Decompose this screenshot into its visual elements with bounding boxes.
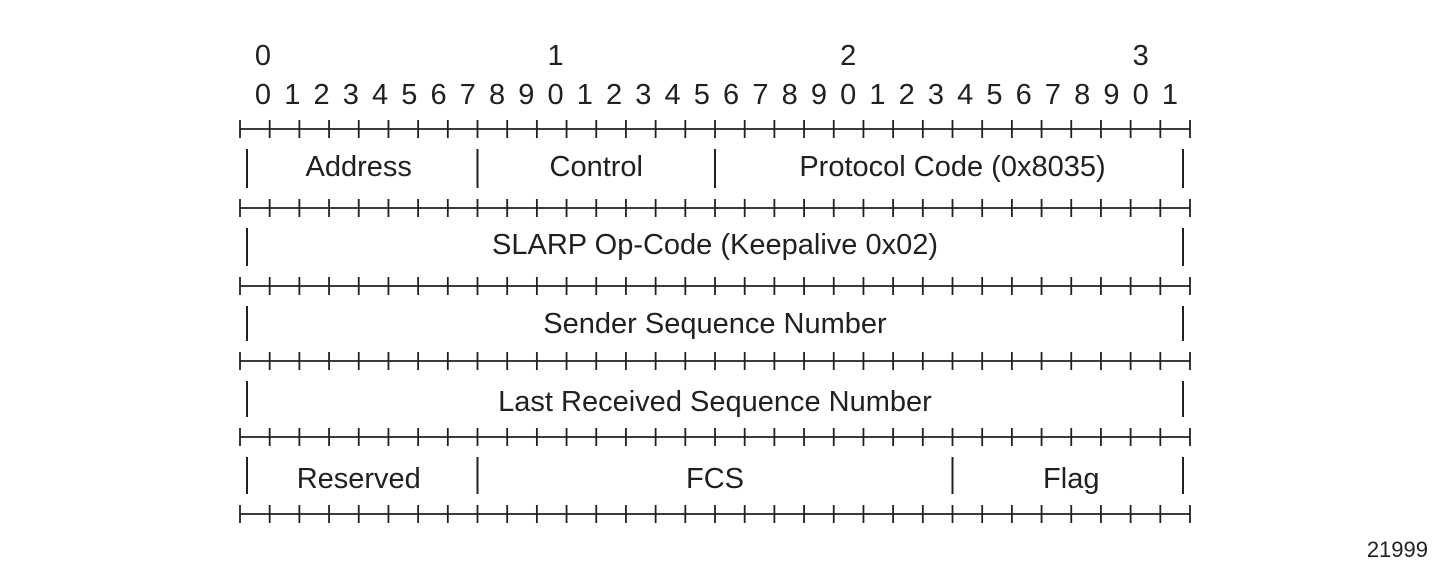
bit-ruler-ones-digit: 5	[694, 79, 710, 111]
bit-ruler-ones-digit: 8	[489, 79, 505, 111]
bit-ruler-ones-digit: 0	[1133, 79, 1149, 111]
bit-ruler-tens-digit: 2	[840, 40, 856, 72]
bit-ruler-ones-digit: 1	[284, 79, 300, 111]
bit-ruler-ones-digit: 3	[343, 79, 359, 111]
bit-ruler-tens: 0 1 2 3	[255, 40, 1149, 72]
bit-ruler-ones-digit: 1	[1162, 79, 1178, 111]
bit-ruler-ones-digit: 9	[811, 79, 827, 111]
bit-ruler-ones-digit: 4	[665, 79, 681, 111]
bit-ruler-ones-digit: 5	[986, 79, 1002, 111]
figure-id: 21999	[1367, 537, 1428, 562]
bit-ruler-ones-digit: 1	[577, 79, 593, 111]
row-border	[239, 120, 1191, 138]
bit-ruler-ones-digit: 1	[869, 79, 885, 111]
bit-ruler-ones-digit: 3	[635, 79, 651, 111]
bit-ruler-ones-digit: 0	[548, 79, 564, 111]
bit-ruler-ones-digit: 3	[928, 79, 944, 111]
bit-ruler-ones-digit: 8	[782, 79, 798, 111]
row-border	[239, 352, 1191, 370]
field-label: Protocol Code (0x8035)	[799, 151, 1105, 183]
packet-row: Last Received Sequence Number	[246, 381, 1184, 418]
bit-ruler-ones-digit: 8	[1074, 79, 1090, 111]
bit-ruler-ones-digit: 2	[899, 79, 915, 111]
bit-ruler-ones-digit: 0	[255, 79, 271, 111]
bit-ruler-tens-digit: 3	[1133, 40, 1149, 72]
field-label: Reserved	[297, 463, 421, 495]
bit-ruler-tens-digit: 0	[255, 40, 271, 72]
bit-ruler-ones-digit: 0	[840, 79, 856, 111]
packet-row: Sender Sequence Number	[246, 306, 1184, 341]
field-label: Last Received Sequence Number	[498, 386, 932, 418]
field-label: Control	[550, 151, 644, 183]
packet-row: SLARP Op-Code (Keepalive 0x02)	[246, 228, 1184, 266]
bit-ruler-ones-digit: 7	[1045, 79, 1061, 111]
row-border	[239, 277, 1191, 295]
bit-ruler-ones-digit: 9	[518, 79, 534, 111]
field-label: Sender Sequence Number	[543, 308, 887, 340]
row-border	[239, 199, 1191, 217]
bit-ruler-ones-digit: 4	[372, 79, 388, 111]
bit-ruler-ones-digit: 6	[723, 79, 739, 111]
bit-ruler-ones-digit: 6	[1016, 79, 1032, 111]
field-label: FCS	[686, 463, 744, 495]
field-label: Flag	[1043, 463, 1099, 495]
bit-ruler-ones-digit: 9	[1103, 79, 1119, 111]
row-border	[239, 505, 1191, 523]
packet-row: Reserved FCS Flag	[246, 457, 1184, 495]
bit-ruler-ones-digit: 2	[606, 79, 622, 111]
field-label: Address	[306, 151, 412, 183]
bit-ruler-tens-digit: 1	[548, 40, 564, 72]
bit-ruler-ones-digit: 7	[752, 79, 768, 111]
row-border	[239, 428, 1191, 446]
field-label: SLARP Op-Code (Keepalive 0x02)	[492, 229, 938, 261]
bit-ruler-ones-digit: 6	[430, 79, 446, 111]
bit-ruler-ones-digit: 2	[313, 79, 329, 111]
bit-ruler-ones-digit: 5	[401, 79, 417, 111]
bit-ruler-ones-digit: 7	[460, 79, 476, 111]
bit-ruler-ones-digit: 4	[957, 79, 973, 111]
packet-row: Address Control Protocol Code (0x8035)	[246, 149, 1184, 188]
